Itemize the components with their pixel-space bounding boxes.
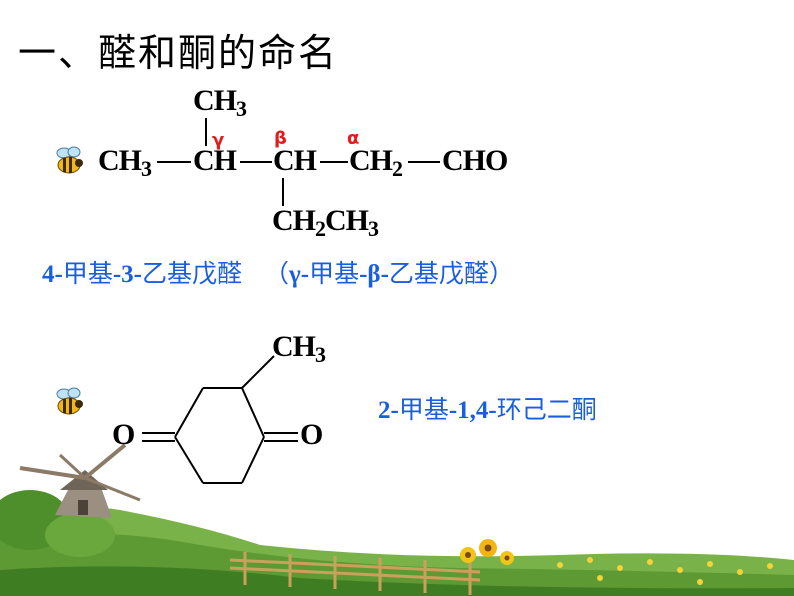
- bee-icon: [56, 387, 83, 415]
- main-ch-beta: CH: [273, 144, 317, 177]
- top-ch3: CH3: [193, 84, 247, 121]
- bond-1: [157, 161, 191, 163]
- aldehyde-name: 4-甲基-3-乙基戊醛（γ-甲基-β-乙基戊醛）: [42, 259, 514, 288]
- bond-3: [320, 161, 348, 163]
- ketone-name: 2-甲基-1,4-环己二酮: [378, 395, 597, 424]
- bond-2: [240, 161, 272, 163]
- bond-vertical-bottom: [282, 178, 284, 206]
- main-ch2-alpha: CH2: [349, 144, 403, 181]
- oxygen-right: O: [300, 418, 324, 451]
- bottom-ch2ch3: CH2CH3: [272, 204, 379, 241]
- ring-ch3: CH3: [272, 330, 326, 367]
- main-ch-gamma: CH: [193, 144, 237, 177]
- slide-title: 一、醛和酮的命名: [18, 31, 339, 75]
- gamma-label: γ: [212, 130, 225, 151]
- alpha-label: α: [347, 128, 360, 149]
- windmill: [19, 443, 141, 518]
- bond-vertical-top: [205, 118, 207, 146]
- main-cho: CHO: [442, 144, 508, 177]
- bond-4: [408, 161, 440, 163]
- bee-icon: [56, 146, 83, 174]
- main-ch3: CH3: [98, 144, 152, 181]
- oxygen-left: O: [112, 418, 136, 451]
- beta-label: β: [274, 128, 287, 149]
- sunflowers: [460, 539, 514, 565]
